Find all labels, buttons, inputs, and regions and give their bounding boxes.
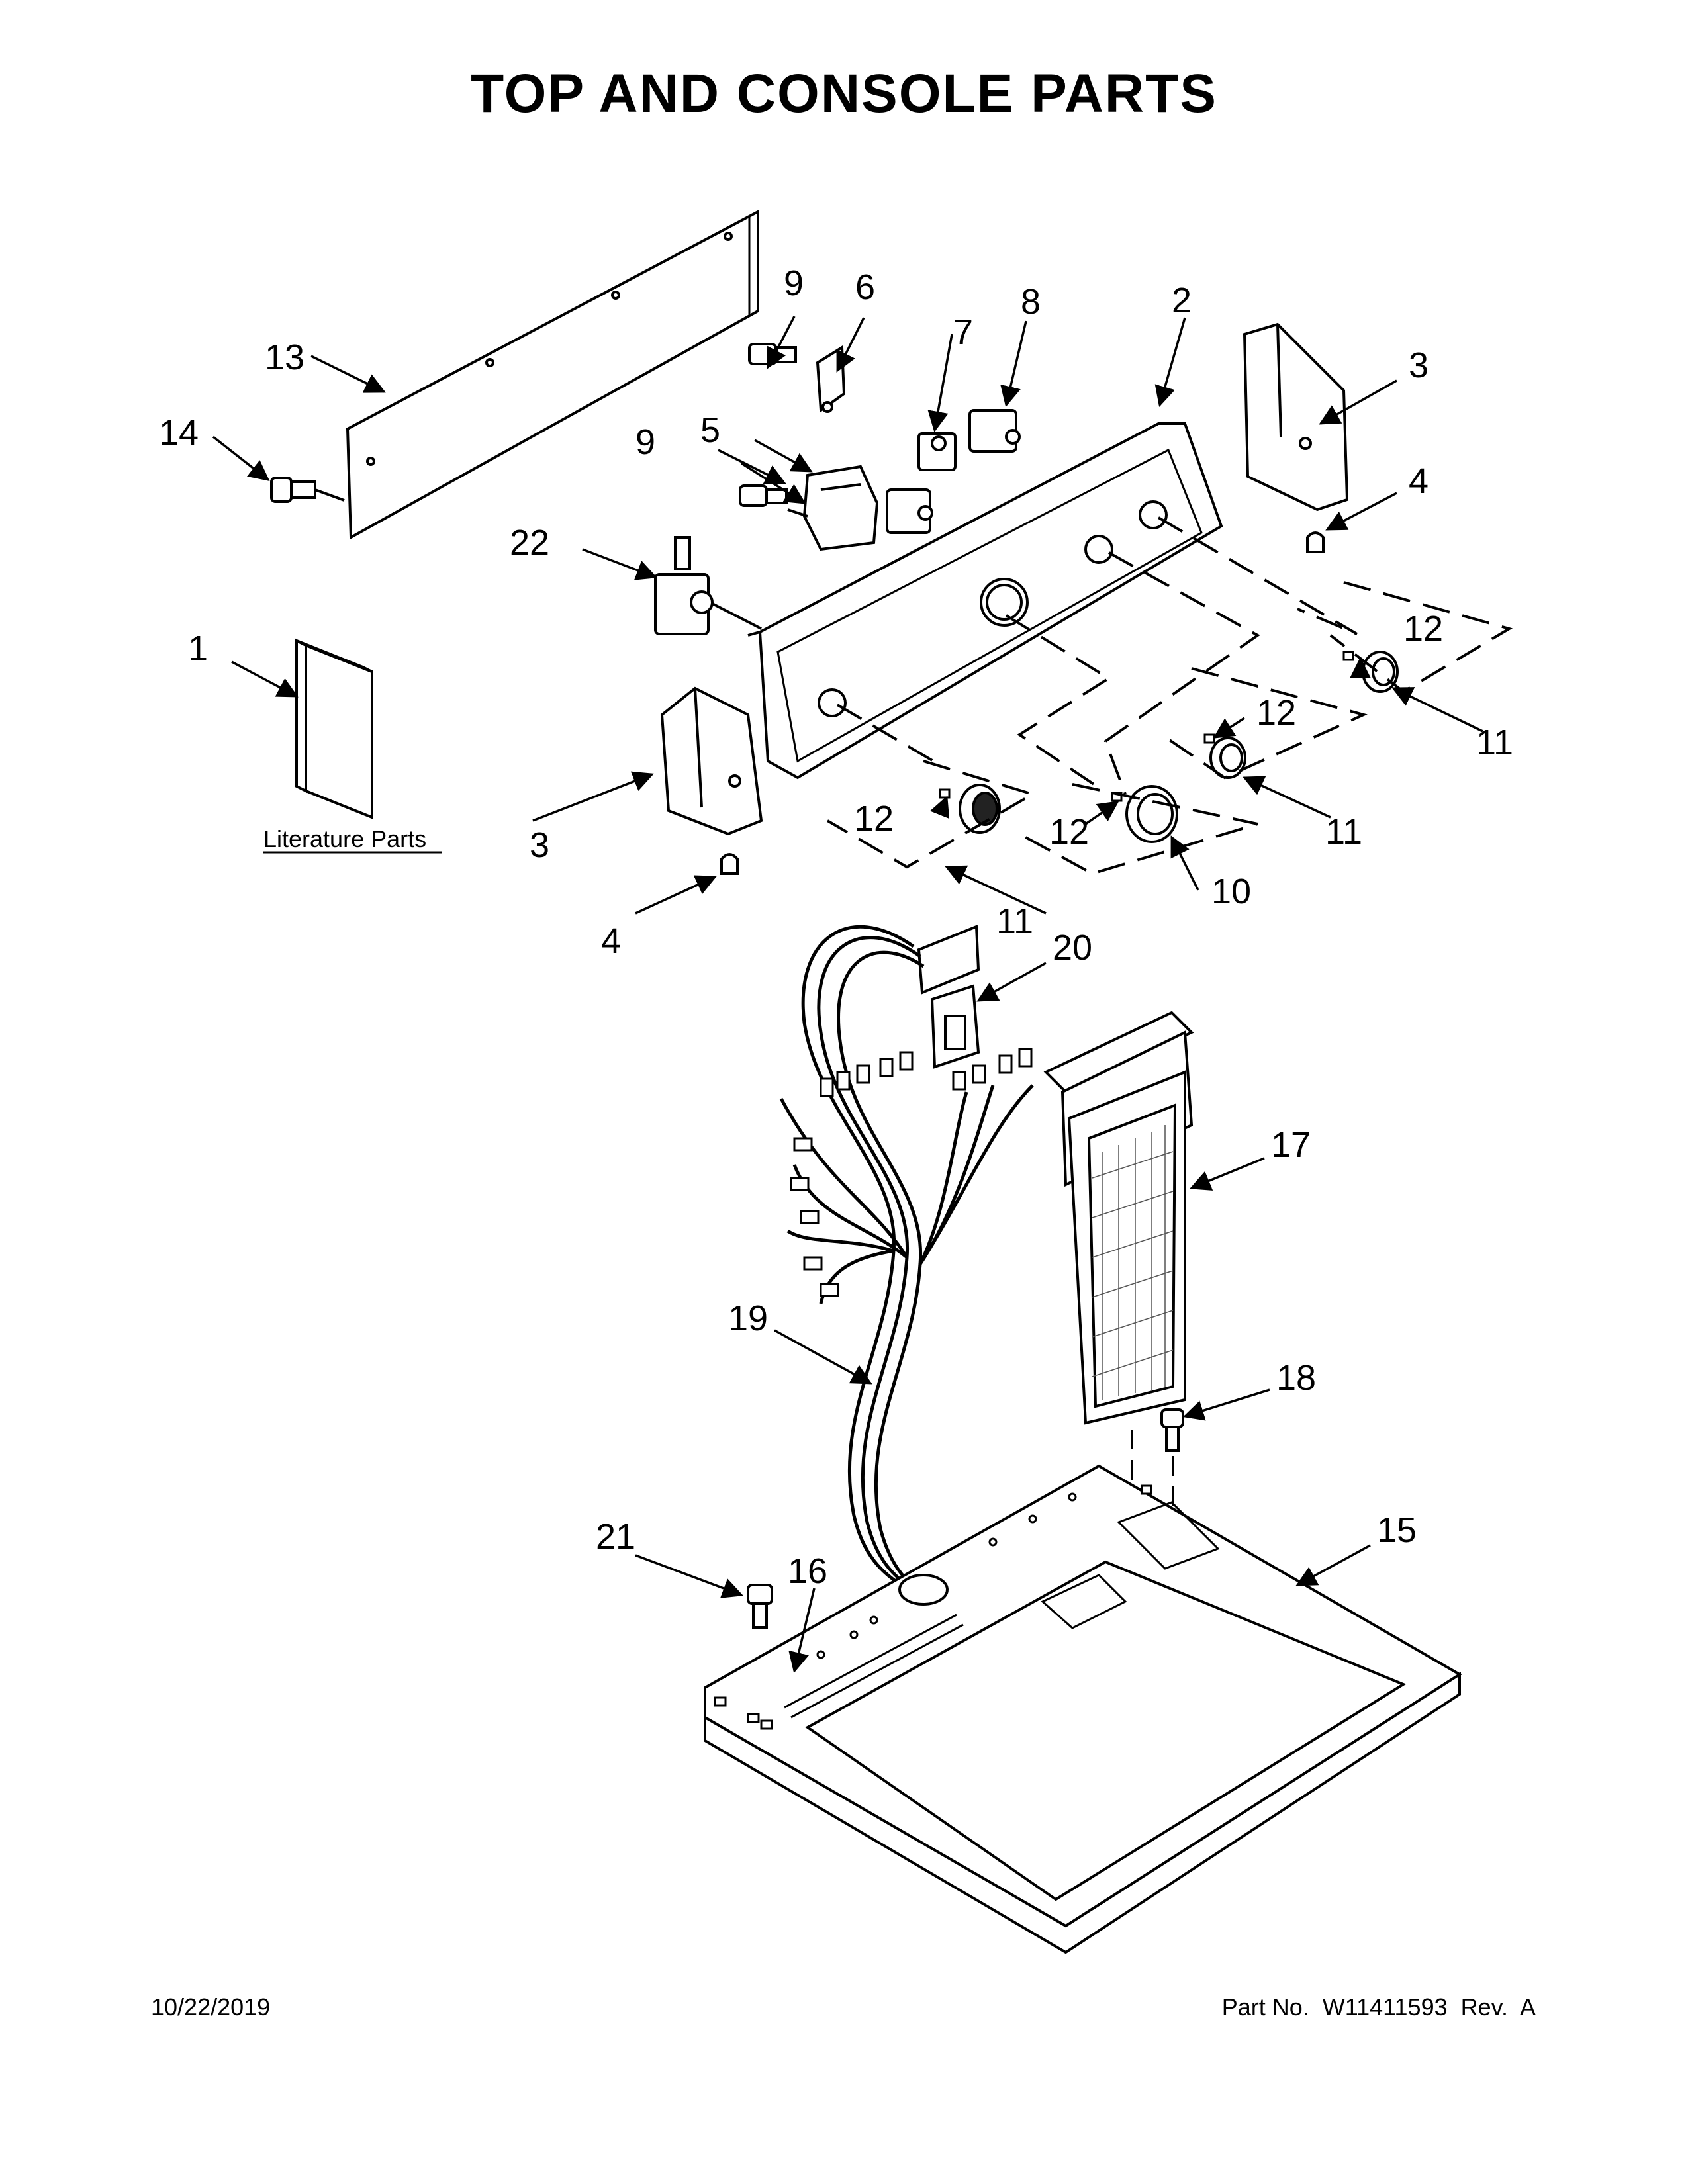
part-11-knob-right — [1362, 651, 1399, 693]
part-17-lint-screen — [1043, 1011, 1194, 1425]
part-3-end-cap-right — [1243, 322, 1349, 512]
callout-4-right: 4 — [1409, 461, 1429, 501]
callout-9-lower: 9 — [635, 422, 655, 462]
part-4-clip-left — [720, 853, 739, 875]
part-15-top — [704, 1464, 1462, 1954]
callout-21: 21 — [596, 1517, 635, 1557]
part-20-control-board — [917, 925, 980, 1069]
callout-5: 5 — [700, 410, 720, 450]
callout-16: 16 — [788, 1551, 827, 1591]
callout-4-left: 4 — [601, 921, 621, 961]
callout-11-b: 11 — [1325, 812, 1362, 852]
part-18-screw — [1160, 1408, 1184, 1452]
part-16-channel — [784, 1614, 964, 1719]
callout-14: 14 — [159, 413, 199, 453]
part-22-switch — [654, 536, 762, 635]
callout-12-c: 12 — [854, 799, 894, 839]
part-21-screw — [747, 1584, 773, 1629]
top-holes — [714, 1484, 1152, 1730]
lint-screen-mesh — [1092, 1125, 1174, 1400]
part-7-switch — [917, 432, 957, 471]
diagram-title: TOP AND CONSOLE PARTS — [471, 64, 1217, 124]
callout-11-c: 11 — [996, 901, 1033, 941]
part-19-wire-harness — [779, 925, 1034, 1606]
part-6-bracket — [816, 345, 846, 413]
callout-17: 17 — [1271, 1125, 1311, 1165]
part-8-switch — [968, 409, 1021, 453]
callout-2: 2 — [1172, 281, 1192, 320]
callout-9-top: 9 — [784, 263, 804, 303]
callout-19: 19 — [728, 1298, 768, 1338]
alignment-lines — [826, 516, 1513, 876]
callout-1: 1 — [188, 629, 208, 668]
callout-12-d: 12 — [1049, 812, 1089, 852]
callout-11-a: 11 — [1476, 723, 1513, 762]
harness-connectors — [790, 1048, 1033, 1297]
callout-10: 10 — [1211, 872, 1251, 911]
footer-part-number: Part No. W11411593 Rev. A — [1221, 1993, 1536, 2021]
part-5-timer — [787, 465, 879, 551]
footer-date: 10/22/2019 — [151, 1993, 271, 2021]
callout-20: 20 — [1053, 928, 1092, 968]
part-11-knob-middle — [1209, 737, 1246, 779]
part-1-literature — [295, 638, 373, 819]
callout-13: 13 — [265, 338, 305, 377]
callout-7: 7 — [953, 312, 973, 352]
callout-6: 6 — [855, 267, 875, 307]
part-13-rear-panel — [346, 209, 759, 540]
callout-12-b: 12 — [1256, 693, 1296, 733]
part-5b-switch — [886, 488, 933, 534]
part-11-knob-left — [959, 784, 1001, 834]
part-3-end-cap-left — [660, 686, 763, 836]
callout-15: 15 — [1377, 1510, 1417, 1550]
literature-parts-label: Literature Parts — [263, 825, 426, 852]
part-9-screw-lower — [739, 484, 788, 507]
leader-arrows — [212, 316, 1483, 1674]
part-9-screw-top — [748, 343, 797, 365]
callout-3-right: 3 — [1409, 345, 1429, 385]
part-2-console — [747, 422, 1223, 780]
callout-numbers: 13 14 1 22 9 6 9 5 7 8 2 3 4 12 11 12 11… — [159, 263, 1513, 1591]
callout-22: 22 — [510, 523, 549, 563]
callout-3-left: 3 — [530, 825, 549, 865]
part-10-knob — [1125, 785, 1178, 843]
callout-12-a: 12 — [1403, 609, 1443, 649]
part-14-screw — [270, 477, 345, 503]
callout-8: 8 — [1021, 282, 1041, 322]
part-4-clip-right — [1306, 531, 1325, 553]
callout-18: 18 — [1276, 1358, 1316, 1398]
